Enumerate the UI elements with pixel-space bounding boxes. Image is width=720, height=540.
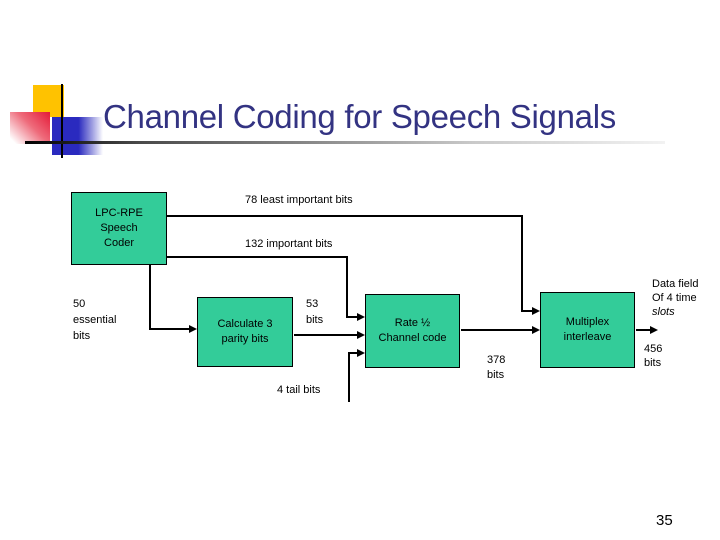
arrowhead-378-bits-icon (532, 325, 540, 334)
connector-132-bits-vertical (346, 256, 348, 318)
connector-50-bits-horizontal (149, 328, 190, 330)
page-number: 35 (656, 512, 673, 529)
connector-78-bits-entry (523, 310, 533, 312)
logo-red-square (10, 112, 50, 144)
connector-132-bits-entry (348, 316, 358, 318)
label-data-field-text: Data field Of 4 time (652, 278, 699, 304)
connector-78-bits-vertical (521, 215, 523, 312)
arrowhead-78-bits-icon (532, 306, 540, 315)
channel-code-box: Rate ½ Channel code (365, 294, 460, 368)
logo-blue-square (52, 117, 103, 155)
connector-50-bits-vertical (149, 265, 151, 330)
label-53-bits: 53 bits (306, 298, 324, 326)
page-title: Channel Coding for Speech Signals (103, 98, 616, 135)
label-456-bits: 456 bits (644, 343, 663, 369)
logo-yellow-square (33, 85, 64, 117)
arrowhead-50-bits-icon (189, 324, 197, 333)
label-data-field-slots: slots (652, 306, 675, 318)
connector-78-bits-horizontal (167, 215, 523, 217)
label-data-field: Data field Of 4 time slots (652, 277, 698, 319)
parity-bits-box: Calculate 3 parity bits (197, 297, 293, 367)
connector-tail-bits-vertical (348, 352, 350, 402)
logo-crosshair-line (61, 84, 63, 158)
multiplex-box: Multiplex interleave (540, 292, 635, 368)
arrowhead-output-icon (650, 325, 658, 334)
arrowhead-132-bits-icon (357, 312, 365, 321)
speech-coder-box: LPC-RPE Speech Coder (71, 192, 167, 265)
connector-378-bits (461, 329, 533, 331)
arrowhead-53-bits-icon (357, 330, 365, 339)
label-important-bits: 132 important bits (245, 238, 333, 250)
connector-output (636, 329, 651, 331)
arrowhead-tail-bits-icon (357, 348, 365, 357)
label-essential-bits: 50 essential bits (73, 298, 117, 342)
connector-53-bits (294, 334, 358, 336)
connector-tail-bits-entry (348, 352, 358, 354)
label-378-bits: 378 bits (487, 354, 506, 381)
title-underline-rule (25, 141, 665, 144)
label-least-important-bits: 78 least important bits (245, 194, 353, 206)
label-tail-bits: 4 tail bits (277, 384, 321, 396)
connector-132-bits-horizontal (167, 256, 348, 258)
